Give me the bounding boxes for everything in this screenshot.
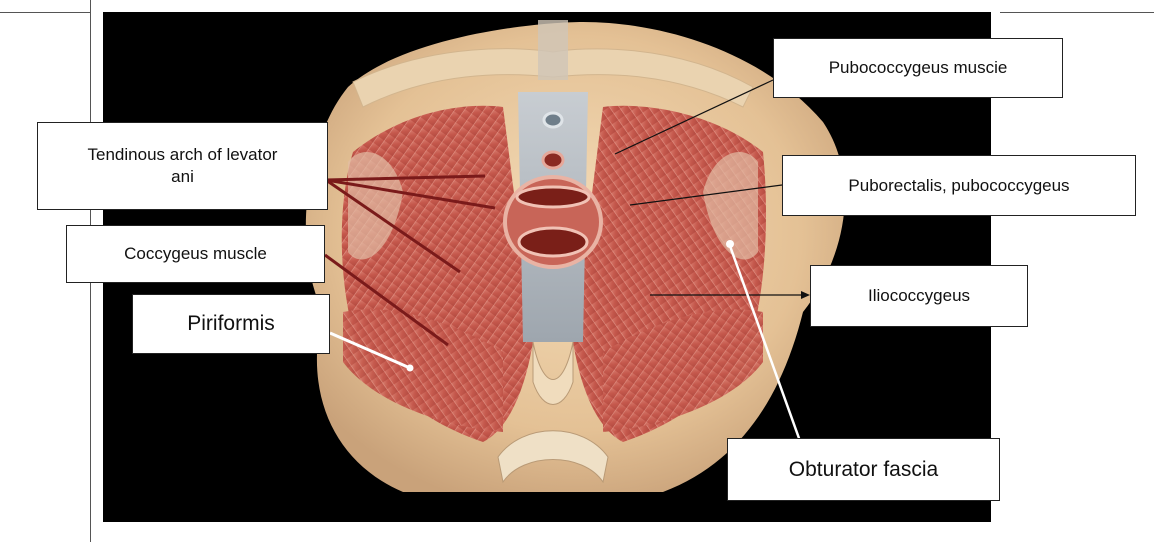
pubic-symphysis: [538, 20, 568, 80]
rectum-inner-bottom: [519, 228, 587, 256]
urethra: [544, 113, 562, 127]
rectum-inner-top: [517, 187, 589, 207]
vagina: [543, 152, 563, 168]
label-puborectalis: Puborectalis, pubococcygeus: [782, 155, 1136, 216]
label-coccygeus-muscle: Coccygeus muscle: [66, 225, 325, 283]
frame-top-left-line: [0, 12, 90, 13]
frame-top-right-line: [1000, 12, 1154, 13]
label-piriformis: Piriformis: [132, 294, 330, 354]
label-iliococcygeus: Iliococcygeus: [810, 265, 1028, 327]
label-tendinous-arch: Tendinous arch of levator ani: [37, 122, 328, 210]
label-obturator-fascia: Obturator fascia: [727, 438, 1000, 501]
label-pubococcygeus-muscle: Pubococcygeus muscie: [773, 38, 1063, 98]
